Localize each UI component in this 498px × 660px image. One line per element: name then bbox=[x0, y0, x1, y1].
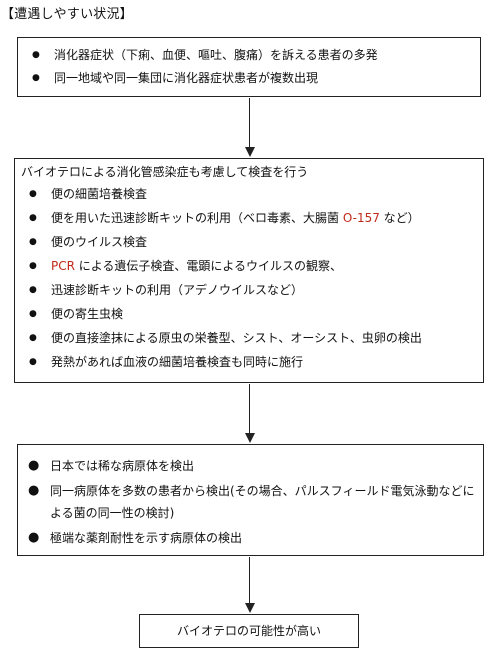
bullet-icon: ● bbox=[29, 237, 37, 247]
item-text: 消化器症状（下痢、血便、嘔吐、腹痛）を訴える患者の多発 bbox=[54, 48, 378, 62]
examination-item: ● PCR による遺伝子検査、電顕によるウイルスの観察、 bbox=[29, 257, 483, 281]
bullet-icon: ● bbox=[29, 285, 37, 295]
finding-item: ● 日本では稀な病原体を検出 bbox=[28, 455, 483, 477]
bullet-icon: ● bbox=[28, 483, 40, 498]
item-text: 便の細菌培養検査 bbox=[51, 187, 148, 201]
item-text: 同一病原体を多数の患者から検出(その場合、パルスフィールド電気泳動などによる菌の… bbox=[50, 484, 475, 520]
situation-box: ● 消化器症状（下痢、血便、嘔吐、腹痛）を訴える患者の多発 ● 同一地域や同一集団に消… bbox=[17, 37, 481, 97]
situation-item: ● 消化器症状（下痢、血便、嘔吐、腹痛）を訴える患者の多発 bbox=[32, 46, 480, 69]
finding-item: ● 極端な薬剤耐性を示す病原体の検出 bbox=[28, 527, 483, 549]
conclusion-box: バイオテロの可能性が高い bbox=[139, 614, 359, 648]
bullet-icon: ● bbox=[29, 261, 37, 271]
bullet-icon: ● bbox=[29, 189, 37, 199]
examination-intro: バイオテロによる消化管感染症も考慮して検査を行う bbox=[21, 165, 309, 179]
situation-list: ● 消化器症状（下痢、血便、嘔吐、腹痛）を訴える患者の多発 ● 同一地域や同一集団に消… bbox=[18, 38, 480, 92]
arrow-down-icon bbox=[245, 603, 255, 613]
bullet-icon: ● bbox=[32, 50, 40, 60]
bullet-icon: ● bbox=[29, 333, 37, 343]
diagram-heading: 【遭遇しやすい状況】 bbox=[1, 7, 133, 22]
examination-box: バイオテロによる消化管感染症も考慮して検査を行う ● 便の細菌培養検査 ● 便を用いた… bbox=[14, 158, 484, 383]
examination-item: ● 便のウイルス検査 bbox=[29, 233, 483, 257]
item-text: 便のウイルス検査 bbox=[51, 235, 148, 249]
examination-item: ● 便の細菌培養検査 bbox=[29, 185, 483, 209]
item-text: 便を用いた迅速診断キットの利用（ベロ毒素、大腸菌 O-157 など） bbox=[51, 211, 420, 225]
examination-item: ● 便を用いた迅速診断キットの利用（ベロ毒素、大腸菌 O-157 など） bbox=[29, 209, 483, 233]
bullet-icon: ● bbox=[32, 73, 40, 83]
findings-box: ● 日本では稀な病原体を検出 ● 同一病原体を多数の患者から検出(その場合、パルスフィ… bbox=[17, 444, 484, 556]
item-text: 発熱があれば血液の細菌培養検査も同時に施行 bbox=[51, 355, 304, 369]
finding-item: ● 同一病原体を多数の患者から検出(その場合、パルスフィールド電気泳動などによる菌… bbox=[28, 480, 483, 524]
examination-item: ● 発熱があれば血液の細菌培養検査も同時に施行 bbox=[29, 353, 483, 377]
item-text: 便の直接塗抹による原虫の栄養型、シスト、オーシスト、虫卵の検出 bbox=[51, 331, 422, 345]
examination-item: ● 迅速診断キットの利用（アデノウイルスなど） bbox=[29, 281, 483, 305]
connector-line-2 bbox=[249, 384, 250, 434]
arrow-down-icon bbox=[245, 147, 255, 157]
item-text: 迅速診断キットの利用（アデノウイルスなど） bbox=[51, 283, 304, 297]
bullet-icon: ● bbox=[29, 309, 37, 319]
item-text: 便の寄生虫検 bbox=[51, 307, 124, 321]
connector-line-3 bbox=[249, 557, 250, 604]
item-text: 極端な薬剤耐性を示す病原体の検出 bbox=[50, 531, 243, 545]
item-text: 同一地域や同一集団に消化器症状患者が複数出現 bbox=[54, 71, 319, 85]
item-text: PCR による遺伝子検査、電顕によるウイルスの観察、 bbox=[51, 259, 343, 273]
connector-line-1 bbox=[249, 98, 250, 148]
bullet-icon: ● bbox=[28, 530, 40, 545]
examination-item: ● 便の寄生虫検 bbox=[29, 305, 483, 329]
bullet-icon: ● bbox=[29, 213, 37, 223]
situation-item: ● 同一地域や同一集団に消化器症状患者が複数出現 bbox=[32, 69, 480, 92]
bullet-icon: ● bbox=[29, 357, 37, 367]
findings-list: ● 日本では稀な病原体を検出 ● 同一病原体を多数の患者から検出(その場合、パルスフィ… bbox=[18, 445, 483, 549]
bullet-icon: ● bbox=[28, 458, 40, 473]
examination-item: ● 便の直接塗抹による原虫の栄養型、シスト、オーシスト、虫卵の検出 bbox=[29, 329, 483, 353]
arrow-down-icon bbox=[245, 433, 255, 443]
examination-list: ● 便の細菌培養検査 ● 便を用いた迅速診断キットの利用（ベロ毒素、大腸菌 O-157… bbox=[15, 185, 483, 377]
conclusion-text: バイオテロの可能性が高い bbox=[176, 624, 321, 638]
item-text: 日本では稀な病原体を検出 bbox=[50, 459, 195, 473]
